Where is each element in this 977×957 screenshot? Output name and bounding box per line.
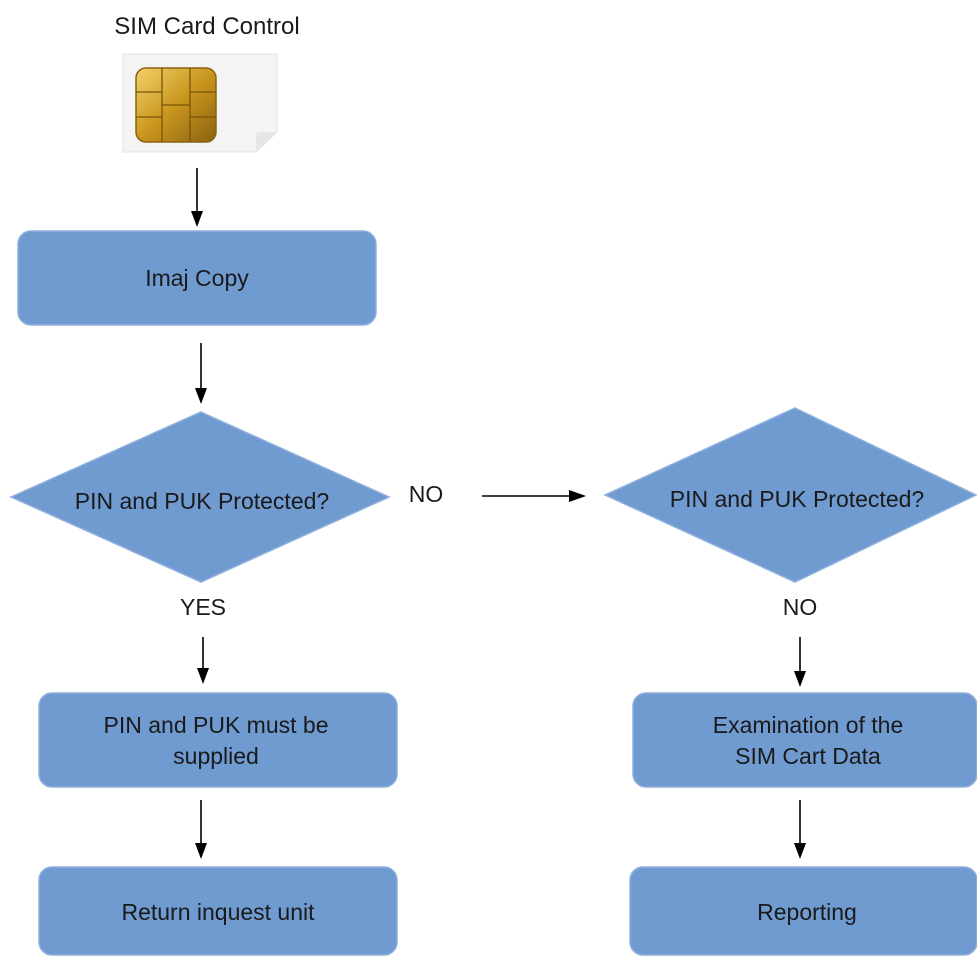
arrow-copy-to-decision [195, 343, 207, 404]
node-return-inquest-unit: Return inquest unit [38, 866, 398, 956]
edge-label-no-right: NO [783, 594, 818, 620]
arrow-exam-to-reporting [794, 800, 806, 859]
node-supply-label-line2: supplied [173, 743, 259, 769]
decision-right-label: PIN and PUK Protected? [670, 486, 924, 512]
node-imaj-copy: Imaj Copy [17, 230, 377, 326]
node-supply-pin-puk: PIN and PUK must be supplied [38, 692, 398, 788]
node-examination: Examination of the SIM Cart Data [632, 692, 977, 788]
edge-label-yes: YES [180, 594, 226, 620]
node-imaj-copy-label: Imaj Copy [145, 265, 249, 291]
arrow-decision-left-to-right [482, 490, 586, 502]
arrow-decision-left-to-supply [197, 637, 209, 684]
sim-card-icon [122, 53, 278, 153]
node-reporting: Reporting [629, 866, 977, 956]
arrow-supply-to-return [195, 800, 207, 859]
arrow-decision-right-to-exam [794, 637, 806, 687]
diagram-title: SIM Card Control [114, 13, 299, 40]
node-reporting-label: Reporting [757, 899, 857, 925]
node-examination-label-line2: SIM Cart Data [735, 743, 881, 769]
edge-label-no-left: NO [409, 481, 444, 507]
arrow-sim-to-copy [191, 168, 203, 227]
node-return-label: Return inquest unit [121, 899, 315, 925]
decision-left: PIN and PUK Protected? [9, 411, 391, 583]
node-supply-label-line1: PIN and PUK must be [104, 712, 329, 738]
decision-right: PIN and PUK Protected? [603, 407, 977, 583]
node-examination-label-line1: Examination of the [713, 712, 904, 738]
decision-left-label: PIN and PUK Protected? [75, 488, 329, 514]
